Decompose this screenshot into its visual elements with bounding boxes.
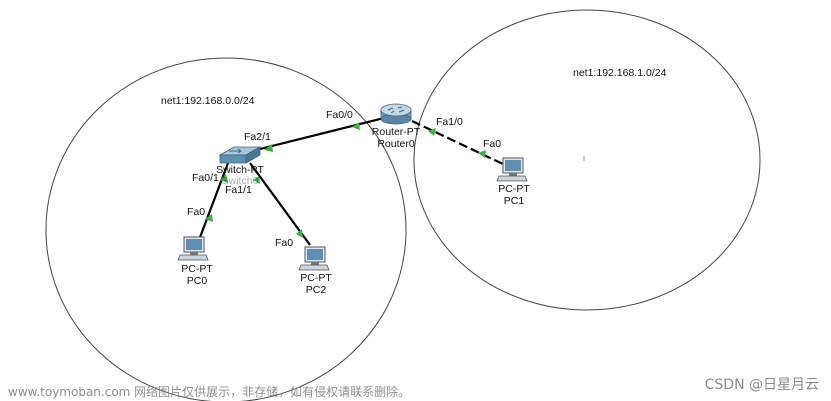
port-label-router-fa1-0: Fa1/0 xyxy=(436,116,463,128)
switch-name-label: Switch0 xyxy=(222,175,259,187)
left-network-area xyxy=(45,57,407,401)
pc0-icon[interactable] xyxy=(177,236,209,261)
pc2-name-label: PC2 xyxy=(306,284,327,296)
port-indicator-switch-fa2-1 xyxy=(264,144,273,152)
pc1-model-label: PC-PT xyxy=(498,183,530,195)
watermark-right: CSDN @日星月云 xyxy=(704,377,819,393)
switch-model-label: Switch-PT xyxy=(216,164,264,176)
link-switch-pc0[interactable] xyxy=(197,162,230,241)
port-indicator-switch-fa1-1 xyxy=(253,176,260,184)
port-label-pc2-fa0: Fa0 xyxy=(275,237,293,249)
pc0-name-label: PC0 xyxy=(187,275,208,287)
switch-icon[interactable] xyxy=(218,146,262,164)
port-indicator-router-fa1-0 xyxy=(428,128,436,136)
watermark-left: www.toymoban.com 网络图片仅供展示，非存储，如有侵权请联系删除。 xyxy=(8,385,411,399)
pc1-icon[interactable] xyxy=(496,157,528,182)
router-name-label: Router0 xyxy=(377,138,415,150)
port-indicator-router-fa0-0 xyxy=(352,122,360,130)
router-icon[interactable] xyxy=(380,103,412,125)
port-indicator-pc0-fa0 xyxy=(205,214,213,222)
port-label-switch-fa2-1: Fa2/1 xyxy=(244,131,271,143)
right-network-label: net1:192.168.1.0/24 xyxy=(573,67,667,79)
pc1-name-label: PC1 xyxy=(504,195,525,207)
port-label-router-fa0-0: Fa0/0 xyxy=(326,109,353,121)
port-indicator-pc2-fa0 xyxy=(296,229,303,238)
left-network-label: net1:192.168.0.0/24 xyxy=(161,95,255,107)
router-model-label: Router-PT xyxy=(372,126,421,138)
port-label-switch-fa1-1: Fa1/1 xyxy=(225,184,252,196)
pc0-model-label: PC-PT xyxy=(181,263,213,275)
port-label-pc1-fa0: Fa0 xyxy=(483,138,501,150)
pc2-icon[interactable] xyxy=(298,246,330,271)
right-network-area xyxy=(413,9,761,311)
link-router-pc1[interactable] xyxy=(411,120,506,166)
port-indicator-pc1-fa0 xyxy=(478,150,486,158)
port-indicator-switch-fa0-1 xyxy=(220,174,228,183)
port-label-pc0-fa0: Fa0 xyxy=(187,206,205,218)
pc2-model-label: PC-PT xyxy=(300,272,332,284)
port-label-switch-fa0-1: Fa0/1 xyxy=(192,172,219,184)
